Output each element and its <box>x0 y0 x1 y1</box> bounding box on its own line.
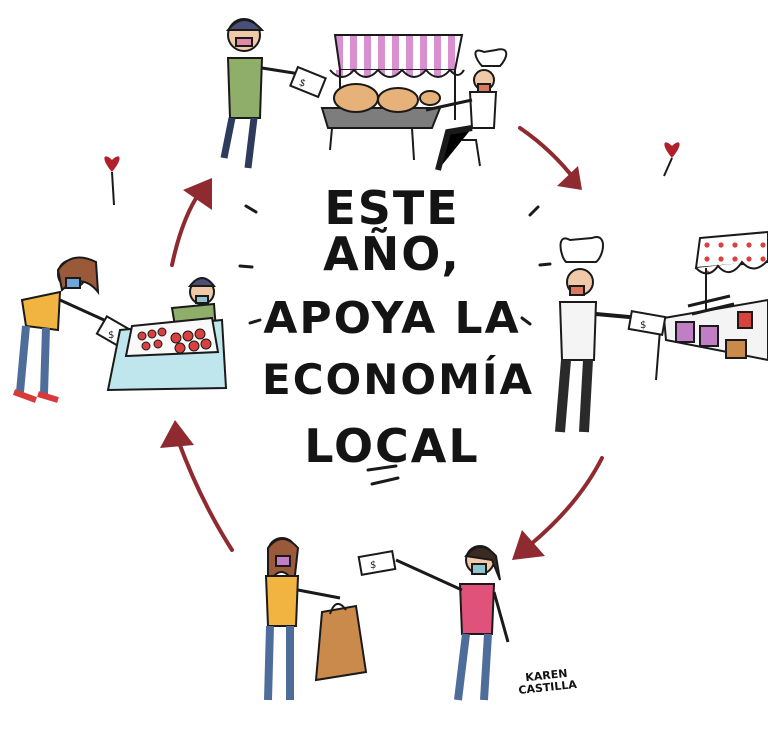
cycle-arrow-icon-top-left <box>170 178 212 267</box>
headline: ESTE AÑO, APOYA LA ECONOMÍA LOCAL <box>262 181 534 473</box>
svg-text:$: $ <box>640 320 646 331</box>
heart-icon-right <box>663 142 680 177</box>
cycle-arrow-icon-bottom-right <box>512 456 604 560</box>
candy-stall-scene: $ <box>555 230 768 433</box>
banknote-icon-top: $ <box>289 65 327 99</box>
exchange-scene: $ <box>264 537 510 701</box>
svg-text:$: $ <box>108 330 114 341</box>
headline-line-3: ECONOMÍA <box>262 355 534 404</box>
svg-text:$: $ <box>370 560 376 571</box>
headline-line-2: APOYA LA <box>263 293 521 344</box>
svg-text:$: $ <box>297 77 307 90</box>
cycle-arrow-icon-top-right <box>518 126 582 190</box>
cycle-arrows <box>160 126 604 560</box>
bread-stall-scene: $ <box>220 18 508 171</box>
cupcake-stall-scene: $ <box>12 256 228 403</box>
headline-line-1: ESTE AÑO, <box>323 181 461 281</box>
cycle-arrow-icon-bottom-left <box>160 420 234 552</box>
market-stall-icon-right <box>694 230 768 320</box>
shopping-bag-icon <box>314 603 368 682</box>
headline-line-4: LOCAL <box>304 419 480 473</box>
banknote-icon-bottom: $ <box>357 550 397 576</box>
heart-icon-left <box>104 156 120 206</box>
emphasis-dashes <box>238 204 552 486</box>
banknote-icon-right: $ <box>627 310 667 336</box>
